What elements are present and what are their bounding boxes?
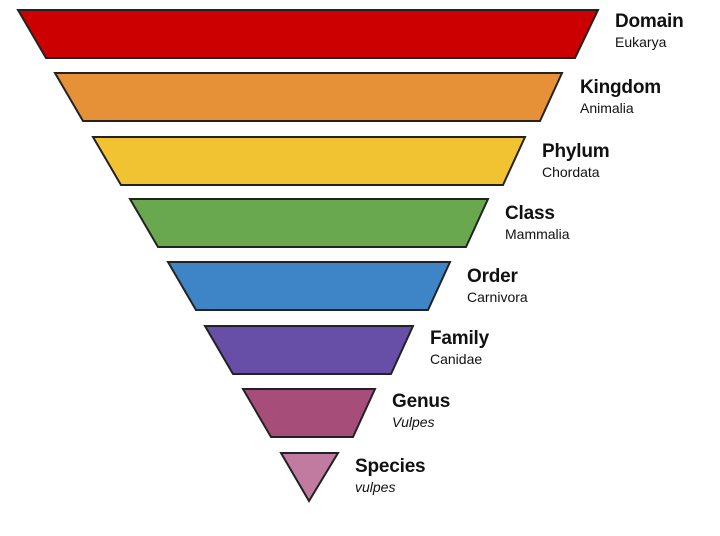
taxon-name: Chordata (542, 164, 600, 180)
level-label-family: Family Canidae (430, 329, 489, 366)
rank-name: Kingdom (580, 77, 661, 98)
rank-name: Domain (615, 11, 684, 32)
taxon-name: vulpes (355, 479, 396, 495)
level-label-species: Species vulpes (355, 456, 426, 495)
rank-name: Phylum (542, 141, 610, 162)
rank-name: Species (355, 456, 426, 477)
rank-name: Genus (392, 391, 451, 412)
taxon-name: Canidae (430, 351, 483, 367)
taxon-name: Mammalia (505, 226, 570, 242)
level-label-class: Class Mammalia (505, 204, 570, 241)
rank-name: Class (505, 203, 555, 224)
band-family (203, 325, 415, 375)
level-label-genus: Genus Vulpes (392, 392, 450, 429)
level-label-order: Order Carnivora (467, 267, 528, 304)
band-phylum (91, 136, 527, 186)
taxon-name: Carnivora (467, 289, 528, 305)
band-class (128, 198, 490, 248)
band-species (279, 452, 340, 503)
band-kingdom (53, 72, 564, 122)
taxon-name: Animalia (580, 100, 634, 116)
rank-name: Family (430, 328, 489, 349)
taxon-name: Vulpes (392, 414, 435, 430)
level-label-phylum: Phylum Chordata (542, 141, 610, 180)
rank-name: Order (467, 266, 518, 287)
level-label-kingdom: Kingdom Animalia (580, 78, 661, 115)
band-genus (241, 388, 377, 438)
band-order (166, 261, 452, 311)
level-label-domain: Domain Eukarya (615, 11, 684, 50)
taxon-name: Eukarya (615, 34, 667, 50)
band-domain (16, 9, 600, 59)
